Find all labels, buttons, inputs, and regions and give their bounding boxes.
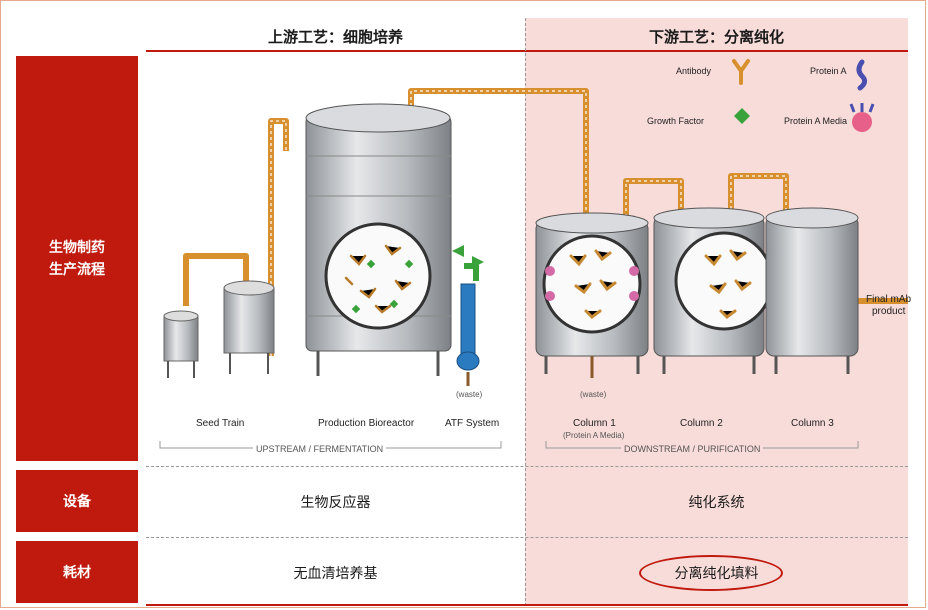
pipe-seed-1 xyxy=(183,253,249,306)
protein-a-media-icon xyxy=(849,103,875,132)
label-column-2: Column 2 xyxy=(680,418,723,429)
pipe-atf-top xyxy=(464,263,479,281)
label-final-mab-1: Final mAb xyxy=(866,294,912,305)
label-waste-atf: (waste) xyxy=(456,390,483,399)
column-1 xyxy=(535,212,649,378)
label-waste-col: (waste) xyxy=(580,390,607,399)
label-downstream-bracket: DOWNSTREAM / PURIFICATION xyxy=(621,444,764,454)
label-upstream-bracket: UPSTREAM / FERMENTATION xyxy=(253,444,387,454)
upstream-header: 上游工艺：细胞培养 xyxy=(267,28,403,46)
row-label-process: 生物制药 生产流程 xyxy=(16,56,138,461)
label-seed-train: Seed Train xyxy=(196,418,245,429)
row-label-equipment: 设备 xyxy=(16,470,138,532)
seed-train-tanks xyxy=(163,280,275,378)
label-final-mab-2: product xyxy=(872,306,906,317)
process-illustration xyxy=(159,59,908,449)
label-column-3: Column 3 xyxy=(791,418,834,429)
row-separator-1 xyxy=(146,466,908,467)
row-label-equipment-text: 设备 xyxy=(63,494,91,510)
equipment-upstream: 生物反应器 xyxy=(300,495,371,511)
label-column-1: Column 1 xyxy=(573,418,616,429)
protein-a-icon xyxy=(856,59,868,91)
label-atf-system: ATF System xyxy=(445,418,500,429)
row-label-consumables: 耗材 xyxy=(16,541,138,603)
column-2 xyxy=(653,207,774,374)
atf-system xyxy=(452,245,484,386)
legend-antibody: Antibody xyxy=(676,66,712,76)
label-column-1-sub: (Protein A Media) xyxy=(563,431,625,440)
consumables-upstream: 无血清培养基 xyxy=(293,566,378,582)
legend-growth-factor: Growth Factor xyxy=(647,116,705,126)
production-bioreactor xyxy=(305,103,452,376)
legend-protein-a-media: Protein A Media xyxy=(784,116,848,126)
row-label-process-text: 生物制药 生产流程 xyxy=(49,239,105,278)
header-rule xyxy=(146,50,908,52)
downstream-header: 下游工艺：分离纯化 xyxy=(648,28,784,46)
legend-protein-a: Protein A xyxy=(810,66,847,76)
growth-factor-icon xyxy=(734,108,750,124)
legend-icons xyxy=(732,59,875,132)
antibody-icon xyxy=(732,59,750,85)
column-3 xyxy=(765,207,859,374)
row-separator-2 xyxy=(146,537,908,538)
row-label-consumables-text: 耗材 xyxy=(63,565,91,581)
equipment-downstream: 纯化系统 xyxy=(688,495,745,511)
label-production-bioreactor: Production Bioreactor xyxy=(318,418,415,429)
highlight-ellipse xyxy=(639,555,783,591)
column-divider xyxy=(525,18,526,606)
table-bottom-rule xyxy=(146,604,908,606)
